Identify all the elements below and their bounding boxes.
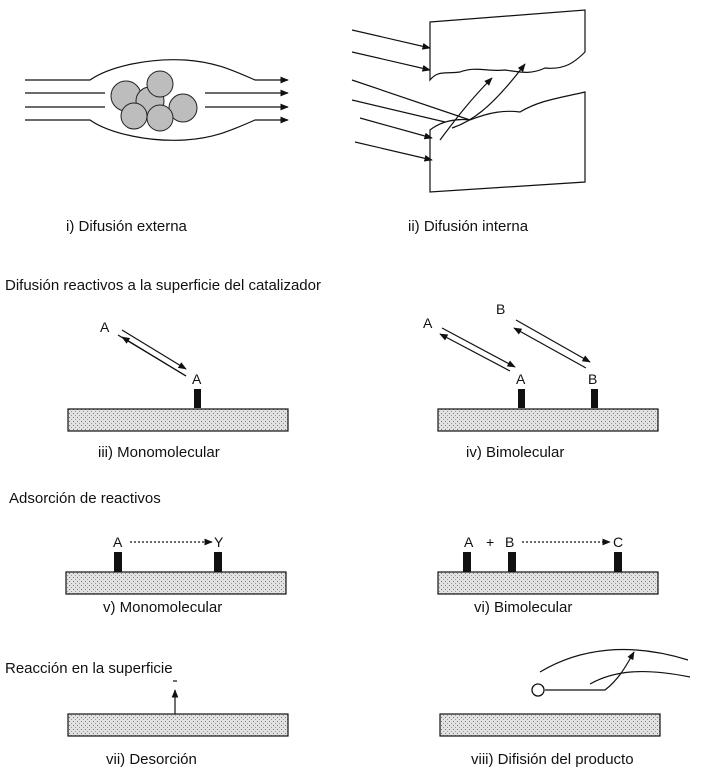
diffusion-arrow-b-back xyxy=(513,327,587,369)
catalyst-surface xyxy=(67,408,289,432)
boundary-curve-upper xyxy=(539,648,689,673)
catalyst-surface xyxy=(439,713,661,737)
active-site xyxy=(114,552,122,572)
internal-diffusion-figure xyxy=(351,9,586,193)
diffusion-arrow xyxy=(121,329,187,370)
label-iii: iii) Monomolecular xyxy=(98,444,220,461)
catalyst-particle xyxy=(146,70,174,98)
catalyst-surface xyxy=(65,571,287,595)
label-v: v) Monomolecular xyxy=(103,599,222,616)
species-y: Y xyxy=(214,534,224,550)
incoming-ray-3 xyxy=(351,79,471,121)
pore-path-arrow-1 xyxy=(439,77,493,141)
species-a: A xyxy=(464,534,474,550)
species-b: B xyxy=(505,534,514,550)
label-iv: iv) Bimolecular xyxy=(466,444,564,461)
active-site xyxy=(614,552,622,572)
catalyst-surface xyxy=(437,571,659,595)
catalyst-surface xyxy=(437,408,659,432)
section-adsorption-title: Adsorción de reactivos xyxy=(9,490,161,507)
section-diffusion-title: Difusión reactivos a la superficie del c… xyxy=(5,277,321,294)
catalyst-particle xyxy=(120,102,148,130)
label-vi: vi) Bimolecular xyxy=(474,599,572,616)
bimolecular-diffusion-figure: A B A B xyxy=(423,301,659,432)
species-a: A xyxy=(113,534,123,550)
incoming-ray-5 xyxy=(359,117,433,140)
incoming-ray-2 xyxy=(351,51,431,72)
active-site xyxy=(508,552,516,572)
boundary-layer-top xyxy=(25,59,289,84)
catalyst-surface xyxy=(67,713,289,737)
diffusion-arrow-b xyxy=(515,319,591,363)
active-site xyxy=(518,389,525,408)
species-a: A xyxy=(423,315,433,331)
pore-wall-lower xyxy=(429,91,586,193)
incoming-ray-6 xyxy=(354,141,433,162)
species-a-at-surface: A xyxy=(516,371,526,387)
species-b: B xyxy=(496,301,505,317)
product-molecule xyxy=(531,683,545,697)
plus-sign: + xyxy=(486,534,494,550)
label-ii: ii) Difusión interna xyxy=(408,218,529,235)
bimolecular-adsorption-figure: A + B C xyxy=(437,534,659,595)
pore-path-arrow-2 xyxy=(451,63,526,129)
species-b-at-surface: B xyxy=(588,371,597,387)
section-reaction-title: Reacción en la superficie xyxy=(5,660,173,677)
active-site xyxy=(591,389,598,408)
desorption-figure xyxy=(67,680,289,737)
boundary-layer-bottom xyxy=(25,116,289,141)
incoming-ray-1 xyxy=(351,29,431,50)
label-i: i) Difusión externa xyxy=(66,218,188,235)
active-site xyxy=(214,552,222,572)
diffusion-arrow-a xyxy=(441,327,516,368)
product-diffusion-figure xyxy=(439,648,691,737)
species-c: C xyxy=(613,534,623,550)
product-path-arrow xyxy=(545,651,635,691)
pore-wall-upper xyxy=(429,9,586,82)
diffusion-arrow-a-back xyxy=(439,333,511,372)
species-a: A xyxy=(100,319,110,335)
species-a-at-surface: A xyxy=(192,371,202,387)
external-diffusion-figure xyxy=(25,59,289,141)
incoming-ray-4 xyxy=(351,99,446,123)
active-site xyxy=(463,552,471,572)
diffusion-arrow-back xyxy=(121,336,187,377)
active-site xyxy=(194,389,201,408)
label-vii: vii) Desorción xyxy=(106,751,197,768)
label-viii: viii) Difisión del producto xyxy=(471,751,634,768)
monomolecular-diffusion-figure: A A xyxy=(67,319,289,432)
catalyst-particle xyxy=(146,104,174,132)
boundary-curve-lower xyxy=(589,670,691,685)
monomolecular-adsorption-figure: A Y xyxy=(65,534,287,595)
